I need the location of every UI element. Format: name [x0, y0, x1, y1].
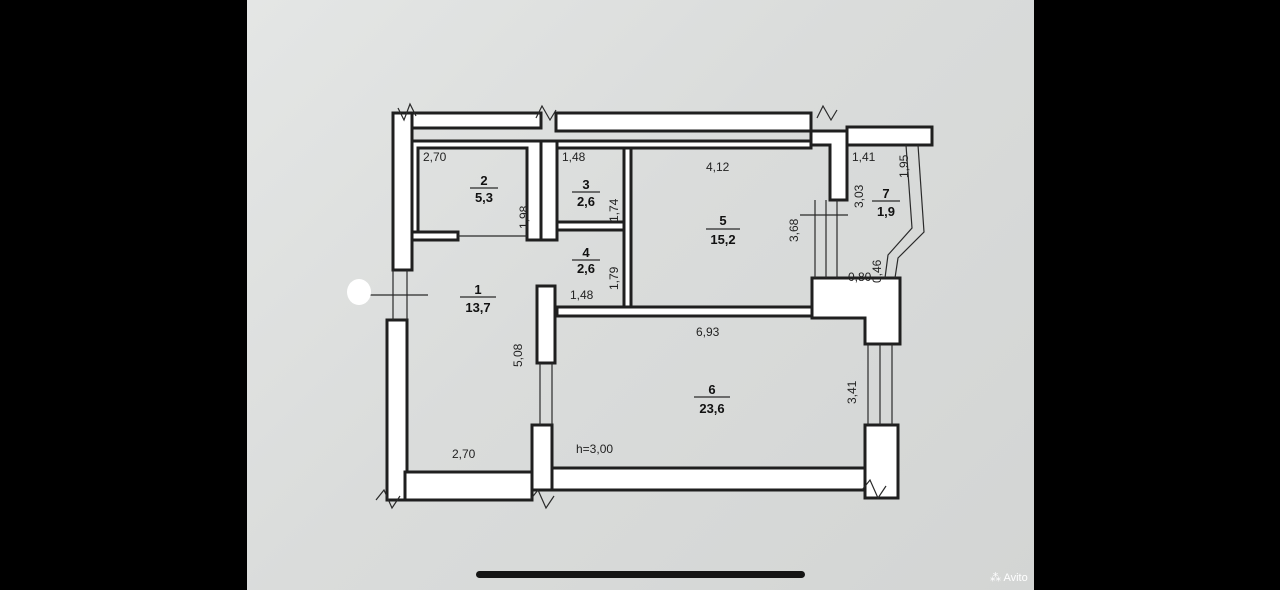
dim-r5-depth: 3,68: [787, 218, 801, 242]
outer-wall-top: [403, 111, 543, 130]
room-1-number: 1: [474, 282, 481, 297]
room-2-number: 2: [480, 173, 487, 188]
break-mark: [529, 488, 555, 510]
dim-r3-depth: 1,74: [607, 198, 621, 222]
wall-room5-bottom: [555, 305, 814, 318]
outer-wall-right-lower: [863, 423, 900, 500]
room-3-number: 3: [582, 177, 589, 192]
dim-r2-width: 2,70: [423, 150, 447, 164]
dim-r7-depth: 1,95: [897, 154, 911, 178]
outer-wall-bottom-right: [550, 466, 867, 492]
dim-r2-depth: 1,98: [517, 205, 531, 229]
balcony-outline: [884, 144, 913, 279]
outer-wall-right-upper: [809, 129, 849, 202]
dim-r7-depth-inner: 3,03: [852, 184, 866, 208]
room-2-area: 5,3: [475, 190, 493, 205]
outer-wall-top-mid: [554, 111, 813, 133]
dim-r5-width: 4,12: [706, 160, 730, 174]
dim-r7-small-a: 0,80: [848, 270, 872, 284]
wall-bottom-pillar: [530, 423, 554, 492]
light-glare: [347, 279, 371, 305]
balcony-outline: [894, 144, 925, 279]
room-4-area: 2,6: [577, 261, 595, 276]
ceiling-height: h=3,00: [576, 442, 613, 456]
wall-room5-top: [555, 139, 813, 150]
break-mark: [816, 104, 838, 122]
dim-r3-width: 1,48: [562, 150, 586, 164]
outer-wall-right-mid: [810, 276, 902, 346]
dim-r4-width: 1,48: [570, 288, 594, 302]
room-1-area: 13,7: [465, 300, 490, 315]
dim-r6-depth: 3,41: [845, 380, 859, 404]
outer-wall-left-upper: [391, 111, 414, 272]
dim-r7-width: 1,41: [852, 150, 876, 164]
dim-r1-width: 2,70: [452, 447, 476, 461]
wall-room3-left: [539, 139, 559, 242]
dim-r1-depth: 5,08: [511, 343, 525, 367]
dim-r7-small-b: 0,46: [870, 259, 884, 283]
outer-wall-top-right: [845, 125, 934, 147]
room-4-number: 4: [582, 245, 590, 260]
room-6-area: 23,6: [699, 401, 724, 416]
watermark-text: Avito: [1003, 572, 1028, 584]
room-7-area: 1,9: [877, 204, 895, 219]
avito-watermark: ⁂ Avito: [990, 571, 1028, 584]
break-mark: [861, 478, 887, 500]
dim-r4-depth: 1,79: [607, 266, 621, 290]
room-6-number: 6: [708, 382, 715, 397]
wall-corridor-pillar: [535, 284, 557, 365]
outer-wall-bottom-left: [403, 470, 534, 502]
wall-room3-4-sep: [555, 220, 626, 232]
room-3-area: 2,6: [577, 194, 595, 209]
wall-room2-bottom: [410, 230, 460, 242]
home-indicator[interactable]: [476, 571, 805, 578]
room-5-area: 15,2: [710, 232, 735, 247]
break-mark: [535, 104, 557, 122]
room-5-number: 5: [719, 213, 726, 228]
room-7-number: 7: [882, 186, 889, 201]
watermark-icon: ⁂: [990, 572, 1001, 584]
dim-r6-width: 6,93: [696, 325, 720, 339]
break-mark: [375, 488, 401, 510]
break-mark: [397, 102, 417, 122]
